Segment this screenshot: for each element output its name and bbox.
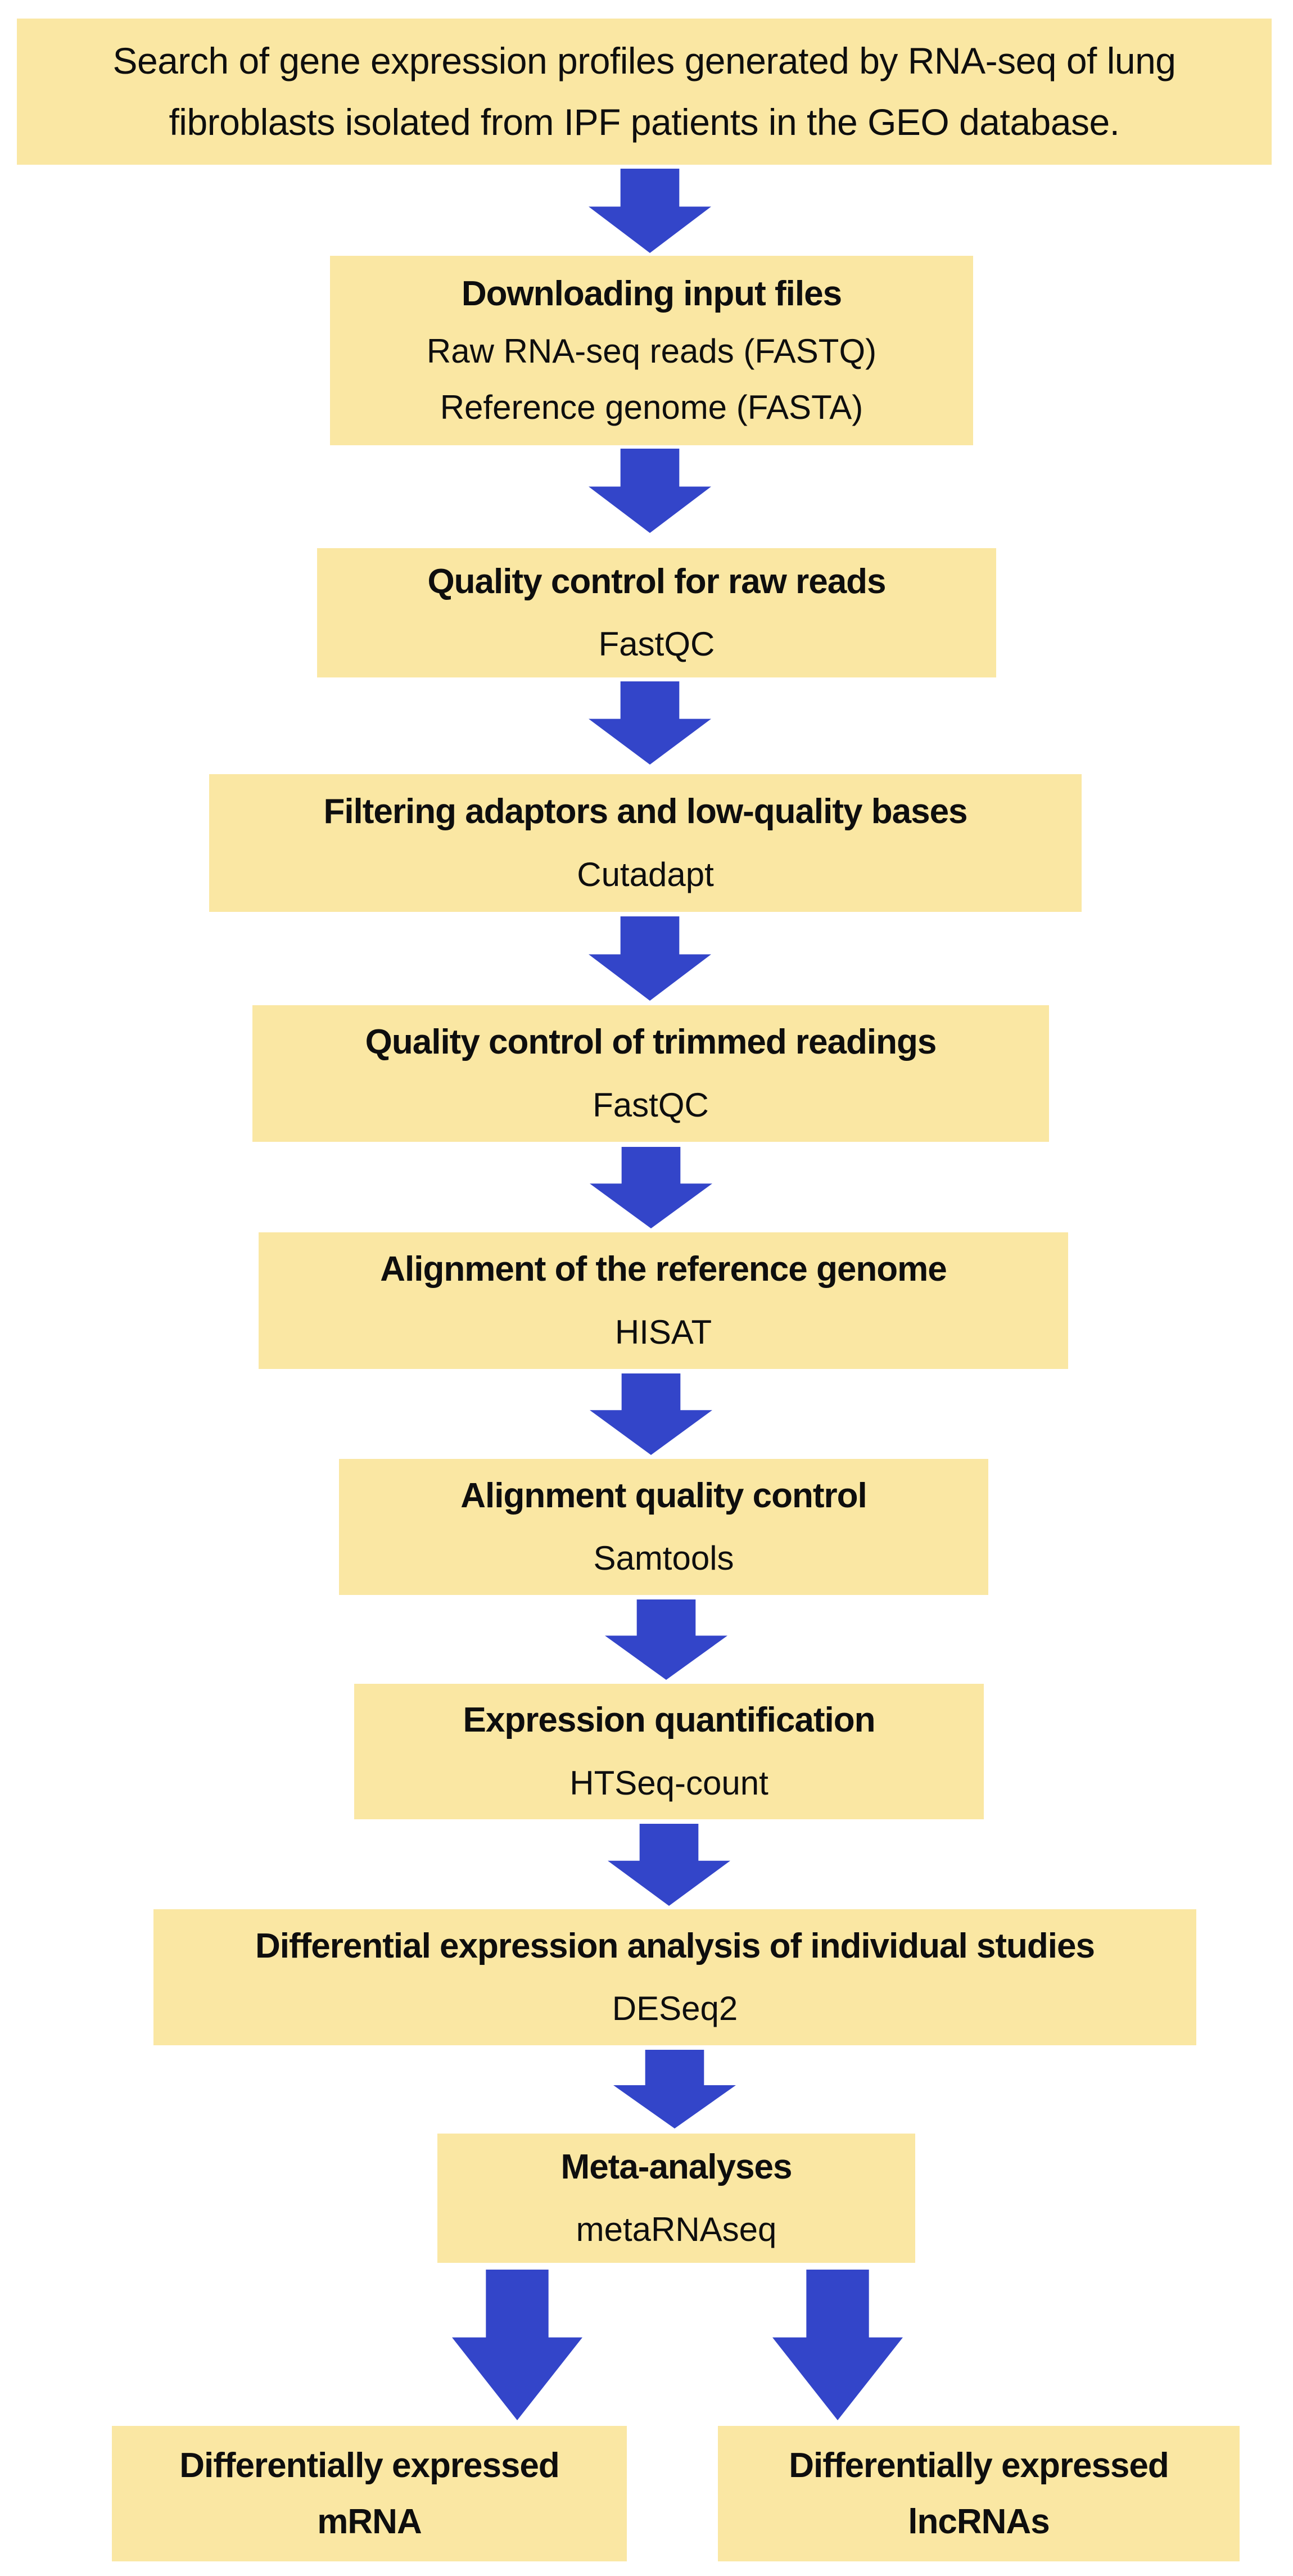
step-tool: FastQC [598,625,715,663]
step-tool: Samtools [593,1539,734,1578]
step-box-alignment-quality-control: Alignment quality control Samtools [339,1459,988,1595]
step-detail-line: Raw RNA-seq reads (FASTQ) [426,332,877,370]
output-box-lncrnas: Differentially expressed lncRNAs [718,2426,1240,2561]
start-text: Search of gene expression profiles gener… [112,40,1176,143]
output-box-mrna: Differentially expressed mRNA [112,2426,627,2561]
down-arrow-4 [589,916,711,1001]
step-tool: FastQC [593,1086,709,1124]
output-label: Differentially expressed mRNA [179,2446,560,2541]
step-detail-line: Reference genome (FASTA) [440,388,863,426]
step-title: Alignment quality control [460,1476,867,1515]
step-box-differential-expression-analysis: Differential expression analysis of indi… [153,1909,1196,2045]
branch-arrow-left [452,2270,582,2420]
step-box-meta-analyses: Meta-analyses metaRNAseq [437,2134,915,2263]
step-title: Downloading input files [461,274,842,314]
down-arrow-2 [589,449,711,533]
down-arrow-7 [605,1599,727,1680]
step-box-quality-control-trimmed: Quality control of trimmed readings Fast… [252,1005,1049,1142]
branch-arrow-right [772,2270,903,2420]
output-label: Differentially expressed lncRNAs [789,2446,1169,2541]
down-arrow-3 [589,681,711,765]
step-box-quality-control-raw-reads: Quality control for raw reads FastQC [317,548,996,677]
down-arrow-6 [590,1373,712,1455]
step-title: Quality control of trimmed readings [365,1023,937,1062]
step-box-alignment-reference-genome: Alignment of the reference genome HISAT [259,1232,1068,1369]
step-tool: DESeq2 [612,1990,738,2028]
step-tool: HTSeq-count [569,1764,768,1802]
step-tool: metaRNAseq [576,2211,777,2249]
step-title: Differential expression analysis of indi… [255,1926,1095,1965]
step-title: Expression quantification [463,1701,876,1740]
step-box-expression-quantification: Expression quantification HTSeq-count [354,1684,984,1819]
step-tool: HISAT [614,1313,712,1351]
step-title: Filtering adaptors and low-quality bases [323,792,968,831]
start-box: Search of gene expression profiles gener… [17,19,1272,165]
down-arrow-5 [590,1147,712,1228]
step-box-downloading-input-files: Downloading input files Raw RNA-seq read… [330,256,973,445]
step-title: Meta-analyses [560,2147,793,2186]
down-arrow-1 [589,169,711,253]
step-box-filtering-adaptors: Filtering adaptors and low-quality bases… [209,774,1082,912]
step-title: Alignment of the reference genome [380,1250,947,1289]
step-tool: Cutadapt [577,855,714,893]
down-arrow-9 [613,2050,736,2128]
step-title: Quality control for raw reads [427,562,886,601]
down-arrow-8 [608,1824,730,1906]
